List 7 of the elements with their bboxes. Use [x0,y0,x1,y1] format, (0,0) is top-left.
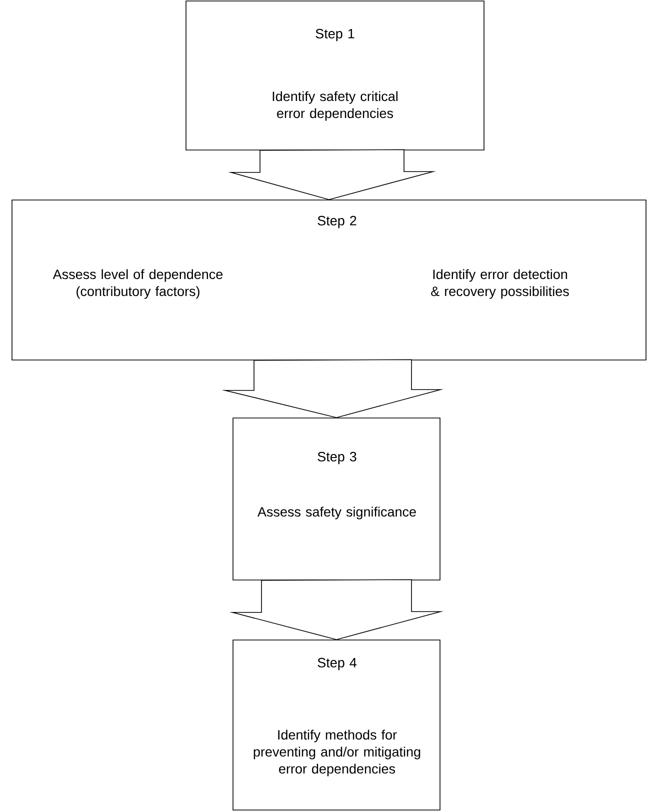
block-arrow [229,579,444,640]
block-arrow [222,359,444,418]
block-arrow [228,149,436,200]
process-box: Step 1 Identify safety critical error dependencies [186,0,484,150]
process-box: Step 3 Assess safety significance [232,418,440,580]
process-box: Step 4 Identify methods for preventing and/or mitigating error dependencies [232,640,440,810]
process-box: Step 2 Assess level of dependence (contributory factors) Identify error detection & recovery possibilities [12,200,646,360]
